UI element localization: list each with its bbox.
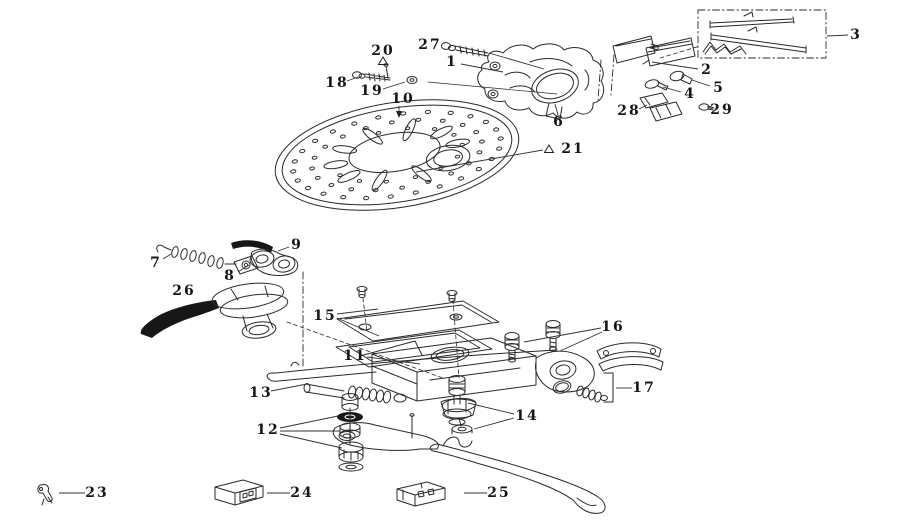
part-callout-5[interactable]: 5: [713, 80, 725, 96]
part-callout-25[interactable]: 25: [487, 485, 511, 501]
clip-23-drawing: [37, 484, 53, 506]
part-callout-15[interactable]: 15: [313, 308, 337, 324]
part-callout-11[interactable]: 11: [343, 348, 367, 364]
part-callout-9[interactable]: 9: [291, 237, 303, 253]
part-callout-21[interactable]: 21: [561, 141, 585, 157]
brake-lever-drawing: [332, 422, 606, 514]
part-callout-10[interactable]: 10: [391, 91, 415, 107]
part-callout-4[interactable]: 4: [684, 86, 696, 102]
part-callout-19[interactable]: 19: [360, 83, 384, 99]
reservoir-cap-drawing: [335, 286, 500, 368]
brake-caliper-drawing: [477, 43, 605, 120]
part-callout-7[interactable]: 7: [150, 255, 162, 271]
triangle-marker: [543, 144, 555, 153]
bleed-parts-drawing: [639, 70, 715, 122]
master-cylinder-drawing: [371, 320, 664, 426]
pad-pin-kit-drawing: [697, 9, 827, 59]
part-callout-20[interactable]: 20: [371, 43, 395, 59]
part-callout-12[interactable]: 12: [256, 422, 280, 438]
pivot-bolt-drawing: [440, 375, 477, 435]
part-callout-18[interactable]: 18: [325, 75, 349, 91]
part-callout-27[interactable]: 27: [418, 37, 442, 53]
connector-25-drawing: [396, 481, 446, 507]
part-callout-1[interactable]: 1: [446, 54, 458, 70]
brake-switch-drawing: [140, 282, 289, 339]
part-callout-26[interactable]: 26: [172, 283, 196, 299]
part-callout-14[interactable]: 14: [515, 408, 539, 424]
part-callout-29[interactable]: 29: [710, 102, 734, 118]
part-callout-24[interactable]: 24: [290, 485, 314, 501]
part-callout-17[interactable]: 17: [632, 380, 656, 396]
part-callout-13[interactable]: 13: [249, 385, 273, 401]
part-callout-28[interactable]: 28: [617, 103, 641, 119]
part-callout-6[interactable]: 6: [553, 114, 565, 130]
part-callout-23[interactable]: 23: [85, 485, 109, 501]
connector-24-drawing: [214, 479, 264, 506]
part-callout-3[interactable]: 3: [850, 27, 862, 43]
triangle-marker: [377, 56, 389, 65]
hose-and-lever-grip-drawing: [156, 240, 299, 276]
part-callout-8[interactable]: 8: [224, 268, 236, 284]
brake-pads-drawing: [612, 35, 696, 67]
part-callout-2[interactable]: 2: [701, 62, 713, 78]
brake-disc-drawing: [274, 99, 520, 211]
part-callout-16[interactable]: 16: [601, 319, 625, 335]
